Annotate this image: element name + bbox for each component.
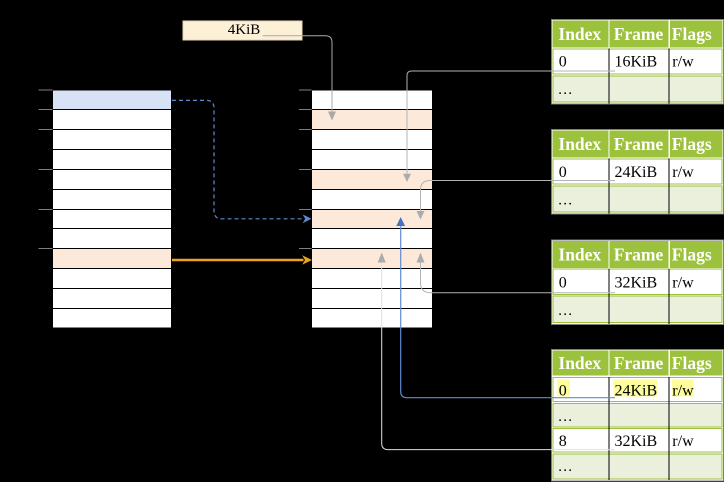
- svg-text:Flags: Flags: [672, 353, 712, 373]
- svg-text:Frame: Frame: [614, 24, 664, 44]
- svg-text:…: …: [558, 82, 573, 98]
- svg-text:8: 8: [559, 433, 567, 450]
- svg-text:…: …: [558, 303, 573, 319]
- svg-text:0: 0: [559, 164, 567, 181]
- svg-text:24KiB: 24KiB: [615, 164, 658, 181]
- svg-text:Index: Index: [558, 244, 601, 264]
- svg-text:Index: Index: [558, 353, 601, 373]
- svg-text:4KiB: 4KiB: [228, 22, 261, 38]
- svg-text:r/w: r/w: [672, 382, 694, 399]
- svg-text:r/w: r/w: [672, 54, 694, 71]
- svg-text:32KiB: 32KiB: [615, 274, 658, 291]
- svg-text:Frame: Frame: [614, 353, 664, 373]
- svg-text:Flags: Flags: [672, 24, 712, 44]
- svg-text:Frame: Frame: [614, 134, 664, 154]
- svg-text:32KiB: 32KiB: [615, 433, 658, 450]
- svg-text:16KiB: 16KiB: [615, 54, 658, 71]
- svg-text:Index: Index: [558, 134, 601, 154]
- svg-text:0: 0: [559, 274, 567, 291]
- svg-text:Flags: Flags: [672, 244, 712, 264]
- svg-text:0: 0: [559, 54, 567, 71]
- svg-text:0: 0: [559, 382, 567, 399]
- svg-text:r/w: r/w: [672, 274, 694, 291]
- svg-text:…: …: [558, 459, 573, 475]
- svg-text:r/w: r/w: [672, 164, 694, 181]
- svg-text:…: …: [558, 192, 573, 208]
- svg-text:24KiB: 24KiB: [615, 382, 658, 399]
- svg-text:Index: Index: [558, 24, 601, 44]
- svg-text:Flags: Flags: [672, 134, 712, 154]
- svg-text:Frame: Frame: [614, 244, 664, 264]
- svg-text:r/w: r/w: [672, 433, 694, 450]
- svg-text:…: …: [558, 409, 573, 425]
